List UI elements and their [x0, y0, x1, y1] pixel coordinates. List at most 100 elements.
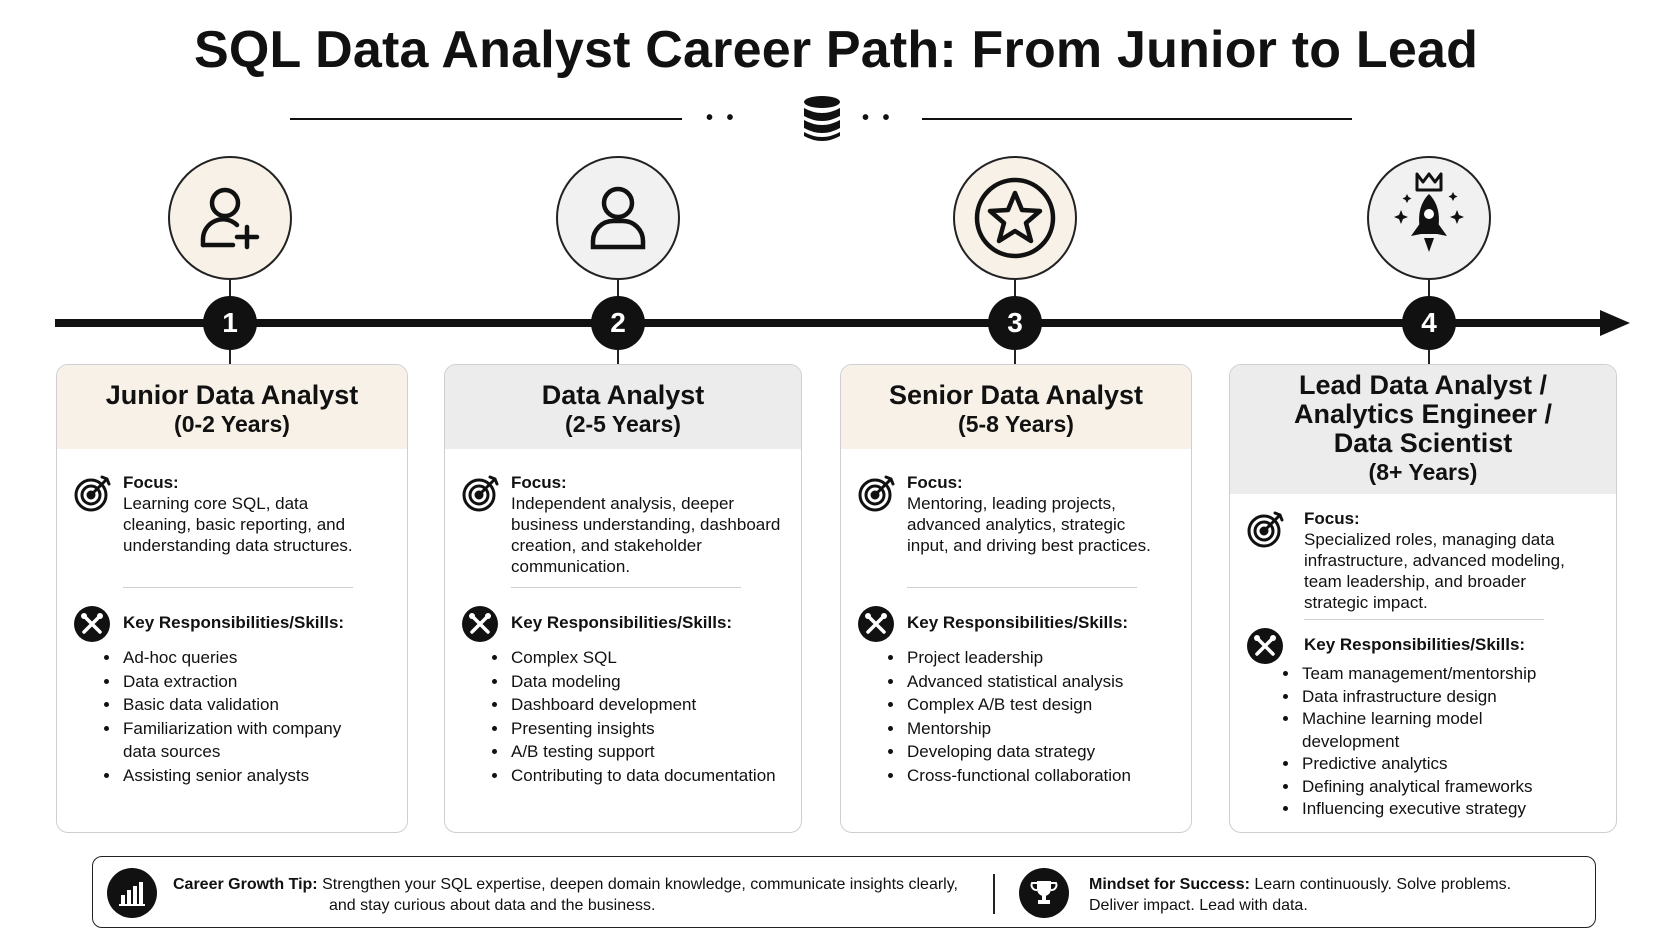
stage-3-stem: [1014, 280, 1016, 302]
target-icon: [74, 475, 111, 512]
timeline-axis: [55, 319, 1605, 327]
stage-3-card: Senior Data Analyst (5-8 Years) Focus: M…: [840, 364, 1192, 833]
tools-icon: [1247, 628, 1283, 664]
target-icon: [1247, 511, 1284, 548]
stage-3-title: Senior Data Analyst: [888, 380, 1144, 410]
list-item: Basic data validation: [121, 693, 397, 717]
stage-2-card-header: Data Analyst (2-5 Years): [445, 365, 801, 449]
mindset-for-success: Mindset for Success: Learn continuously.…: [1089, 874, 1511, 916]
list-item: Influencing executive strategy: [1300, 798, 1610, 821]
stage-4-stem: [1428, 280, 1430, 302]
stage-1-focus-line: cleaning, basic reporting, and: [123, 515, 346, 534]
list-item: Assisting senior analysts: [121, 764, 397, 788]
stage-4-skills-label: Key Responsibilities/Skills:: [1304, 635, 1526, 654]
stage-2-focus-line: creation, and stakeholder: [511, 536, 702, 555]
stage-1-focus-line: understanding data structures.: [123, 536, 353, 555]
stage-1-focus-label: Focus:: [123, 473, 179, 492]
career-growth-tip: Career Growth Tip: Strengthen your SQL e…: [173, 874, 958, 916]
stage-2-focus-label: Focus:: [511, 473, 567, 492]
list-item: Cross-functional collaboration: [905, 764, 1185, 788]
list-item: Data modeling: [509, 670, 795, 694]
timeline-arrowhead: [1600, 310, 1630, 336]
list-item: Data extraction: [121, 670, 397, 694]
stage-1-card-header: Junior Data Analyst (0-2 Years): [57, 365, 407, 449]
stage-4-number: 4: [1402, 296, 1456, 350]
footer-tips-bar: Career Growth Tip: Strengthen your SQL e…: [92, 856, 1596, 928]
trophy-icon: [1019, 868, 1069, 918]
stage-2-stem-low: [617, 350, 619, 364]
stage-4-icon-circle: [1367, 156, 1491, 280]
stage-2-card: Data Analyst (2-5 Years) Focus: Independ…: [444, 364, 802, 833]
stage-4-focus-line: infrastructure, advanced modeling,: [1304, 551, 1565, 570]
stage-4-title-line: Analytics Engineer /: [1293, 399, 1553, 429]
stage-1-number: 1: [203, 296, 257, 350]
stage-4-focus-line: Specialized roles, managing data: [1304, 530, 1555, 549]
stage-1-stem: [229, 280, 231, 302]
target-icon: [462, 475, 499, 512]
stage-4-title-line: Data Scientist: [1333, 428, 1513, 458]
title-rule-right: [922, 118, 1352, 120]
list-item: Project leadership: [905, 646, 1185, 670]
stage-4-skills-list: Team management/mentorship Data infrastr…: [1280, 663, 1610, 821]
stage-3-divider: [907, 587, 1137, 588]
database-icon: [800, 94, 844, 149]
list-item: Complex A/B test design: [905, 693, 1185, 717]
bar-chart-icon: [107, 868, 157, 918]
mindset-label: Mindset for Success:: [1089, 876, 1250, 893]
stage-4-focus-line: team leadership, and broader: [1304, 572, 1527, 591]
list-item: Contributing to data documentation: [509, 764, 795, 788]
list-item: Ad-hoc queries: [121, 646, 397, 670]
stage-3-icon-circle: [953, 156, 1077, 280]
user-icon: [590, 186, 646, 250]
mindset-text: Learn continuously. Solve problems.: [1254, 876, 1512, 893]
stage-2-stem: [617, 280, 619, 302]
stage-2-skills-list: Complex SQL Data modeling Dashboard deve…: [489, 646, 795, 787]
user-plus-icon: [200, 187, 260, 250]
tools-icon: [462, 606, 498, 642]
page-title: SQL Data Analyst Career Path: From Junio…: [193, 21, 1479, 79]
mindset-text-2: Deliver impact. Lead with data.: [1089, 897, 1308, 914]
list-item: Complex SQL: [509, 646, 795, 670]
tools-icon: [74, 606, 110, 642]
list-item: Developing data strategy: [905, 740, 1185, 764]
stage-1-years: (0-2 Years): [174, 411, 290, 437]
stage-4-title-line: Lead Data Analyst /: [1298, 370, 1548, 400]
tools-icon: [858, 606, 894, 642]
stage-3-skills-list: Project leadership Advanced statistical …: [885, 646, 1185, 787]
star-badge-icon: [974, 177, 1056, 259]
stage-2-focus-line: Independent analysis, deeper: [511, 494, 735, 513]
stage-3-stem-low: [1014, 350, 1016, 364]
list-item: Presenting insights: [509, 717, 795, 741]
list-item: Mentorship: [905, 717, 1185, 741]
stage-2-divider: [511, 587, 741, 588]
tip-label: Career Growth Tip:: [173, 876, 318, 893]
stage-1-stem-low: [229, 350, 231, 364]
stage-4-focus-label: Focus:: [1304, 509, 1360, 528]
stage-4-focus-line: strategic impact.: [1304, 593, 1428, 612]
stage-4-card: Lead Data Analyst / Analytics Engineer /…: [1229, 364, 1617, 833]
stage-1-skills-list: Ad-hoc queries Data extraction Basic dat…: [101, 646, 397, 787]
list-item: Predictive analytics: [1300, 753, 1610, 776]
stage-4-years: (8+ Years): [1368, 459, 1478, 485]
stage-1-divider: [123, 587, 353, 588]
stage-2-focus-line: business understanding, dashboard: [511, 515, 781, 534]
rocket-crown-icon: [1394, 172, 1464, 252]
stage-1-skills-label: Key Responsibilities/Skills:: [123, 613, 345, 632]
stage-4-card-header: Lead Data Analyst / Analytics Engineer /…: [1230, 365, 1616, 494]
stage-1-card: Junior Data Analyst (0-2 Years) Focus: L…: [56, 364, 408, 833]
stage-2-skills-label: Key Responsibilities/Skills:: [511, 613, 733, 632]
list-item: Advanced statistical analysis: [905, 670, 1185, 694]
stage-1-icon-circle: [168, 156, 292, 280]
stage-4-stem-low: [1428, 350, 1430, 364]
stage-1-title: Junior Data Analyst: [105, 380, 359, 410]
stage-3-focus-line: input, and driving best practices.: [907, 536, 1151, 555]
stage-2-icon-circle: [556, 156, 680, 280]
list-item: Team management/mentorship: [1300, 663, 1610, 686]
title-rule-left: [290, 118, 682, 120]
stage-2-focus-line: communication.: [511, 557, 631, 576]
stage-3-number: 3: [988, 296, 1042, 350]
list-item: Defining analytical frameworks: [1300, 776, 1610, 799]
stage-3-skills-label: Key Responsibilities/Skills:: [907, 613, 1129, 632]
target-icon: [858, 475, 895, 512]
